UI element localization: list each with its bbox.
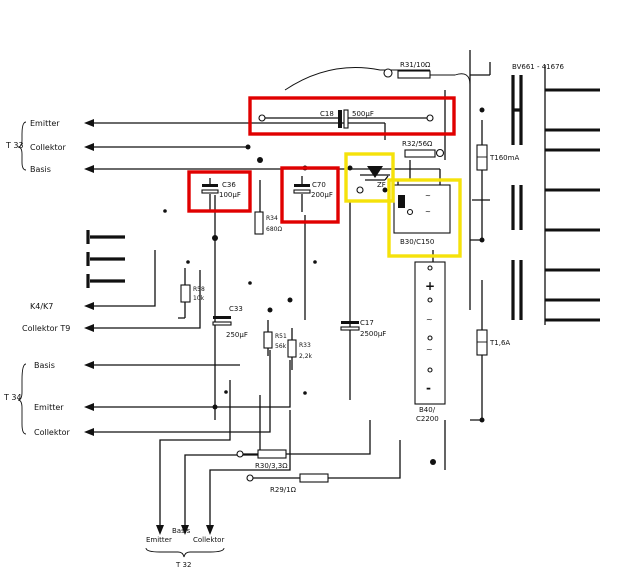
left-labels: T 33 Emitter Collektor Basis K4/K7 Colle… (3, 119, 71, 437)
junction-dots (163, 107, 485, 465)
bridge2-ac-1: ~ (426, 315, 433, 324)
bridge2-plus: + (425, 279, 435, 293)
main-wires (90, 67, 483, 530)
label-c17: C17 (360, 319, 374, 327)
highlight-c18 (248, 96, 456, 136)
label-r32: R32/56Ω (402, 140, 433, 148)
label-r29: R29/1Ω (270, 486, 297, 494)
label-r58-value: 10k (193, 295, 205, 302)
bridge1-ac-1: ~ (425, 192, 431, 200)
arrows (84, 119, 214, 535)
c17-capacitor: C17 2500μF (340, 319, 386, 338)
r29-resistor: R29/1Ω (246, 473, 329, 494)
label-bottom-collektor: Collektor (193, 536, 224, 544)
bridge2-ac-2: ~ (426, 345, 433, 354)
label-c70: C70 (312, 181, 326, 189)
label-r30: R30/3,3Ω (255, 462, 288, 470)
bridge-rectifier-large: + ~ ~ - B40/ C2200 (414, 261, 446, 423)
transformer-label: BV661 - 41676 (512, 63, 565, 71)
label-bridge2-a: B40/ (419, 406, 436, 414)
label-t33: T 33 (5, 141, 24, 150)
label-c17-value: 2500μF (360, 330, 386, 338)
label-c18: C18 (320, 110, 334, 118)
label-r31: R31/10Ω (400, 61, 431, 69)
r58-resistor: R58 10k (178, 268, 205, 319)
label-r58: R58 (193, 286, 205, 293)
label-bridge2-b: C2200 (416, 415, 439, 423)
fuse-t160ma: T160mA (476, 144, 519, 171)
label-basis: Basis (30, 165, 51, 174)
fuse-t1-6a: T1,6A (476, 329, 510, 356)
c70-capacitor: C70 200μF (293, 176, 333, 212)
label-bridge1: B30/C150 (400, 238, 434, 246)
r33-resistor: R33 2,2k (287, 328, 313, 370)
bottom-labels: Basis Emitter Collektor T 32 (145, 527, 225, 569)
highlight-bridge (387, 178, 462, 258)
transformer: BV661 - 41676 (469, 50, 600, 325)
label-t34: T 34 (3, 393, 22, 402)
label-zener: ZF (377, 181, 386, 189)
label-emitter: Emitter (30, 119, 60, 128)
label-c36: C36 (222, 181, 236, 189)
r32-resistor: R32/56Ω (402, 140, 445, 158)
label-collektor-2: Collektor (34, 428, 71, 437)
label-r51-value: 56k (275, 343, 287, 350)
highlight-zener (344, 152, 395, 203)
label-c36-value: 100μF (219, 191, 241, 199)
label-collektor: Collektor (30, 143, 67, 152)
label-r34: R34 (266, 215, 278, 222)
zener-diode: ZF (356, 166, 390, 194)
label-bottom-basis: Basis (172, 527, 191, 535)
highlight-boxes (187, 96, 462, 258)
bridge1-ac-2: ~ (425, 208, 431, 216)
label-basis-2: Basis (34, 361, 55, 370)
highlight-c70 (280, 166, 340, 224)
label-collektor-t9: Collektor T9 (22, 324, 70, 333)
label-t32: T 32 (175, 561, 191, 569)
label-emitter-2: Emitter (34, 403, 64, 412)
label-r33-value: 2,2k (299, 353, 313, 360)
label-bottom-emitter: Emitter (146, 536, 172, 544)
label-r33: R33 (299, 342, 311, 349)
label-c18-value: 500μF (352, 110, 374, 118)
label-k4k7: K4/K7 (30, 302, 53, 311)
r31-resistor: R31/10Ω (383, 61, 431, 79)
label-fuse1: T160mA (489, 154, 519, 162)
c36-capacitor: C36 100μF (201, 178, 241, 212)
label-fuse2: T1,6A (489, 339, 510, 347)
r34-resistor: R34 680Ω (254, 211, 282, 235)
label-c70-value: 200μF (311, 191, 333, 199)
label-c33: C33 (229, 305, 243, 313)
label-r34-value: 680Ω (266, 226, 282, 233)
label-c33-value: 250μF (226, 331, 248, 339)
highlight-c36 (187, 170, 252, 213)
bridge-rectifier-small: ~ ~ B30/C150 (393, 184, 451, 246)
r51-resistor: R51 56k (263, 320, 287, 356)
bridge2-minus: - (426, 381, 431, 395)
label-r51: R51 (275, 333, 287, 340)
ground-bars (86, 230, 125, 288)
c18-capacitor: C18 500μF (258, 109, 434, 129)
c33-capacitor: C33 250μF (212, 305, 248, 339)
r30-resistor: R30/3,3Ω (236, 449, 288, 470)
